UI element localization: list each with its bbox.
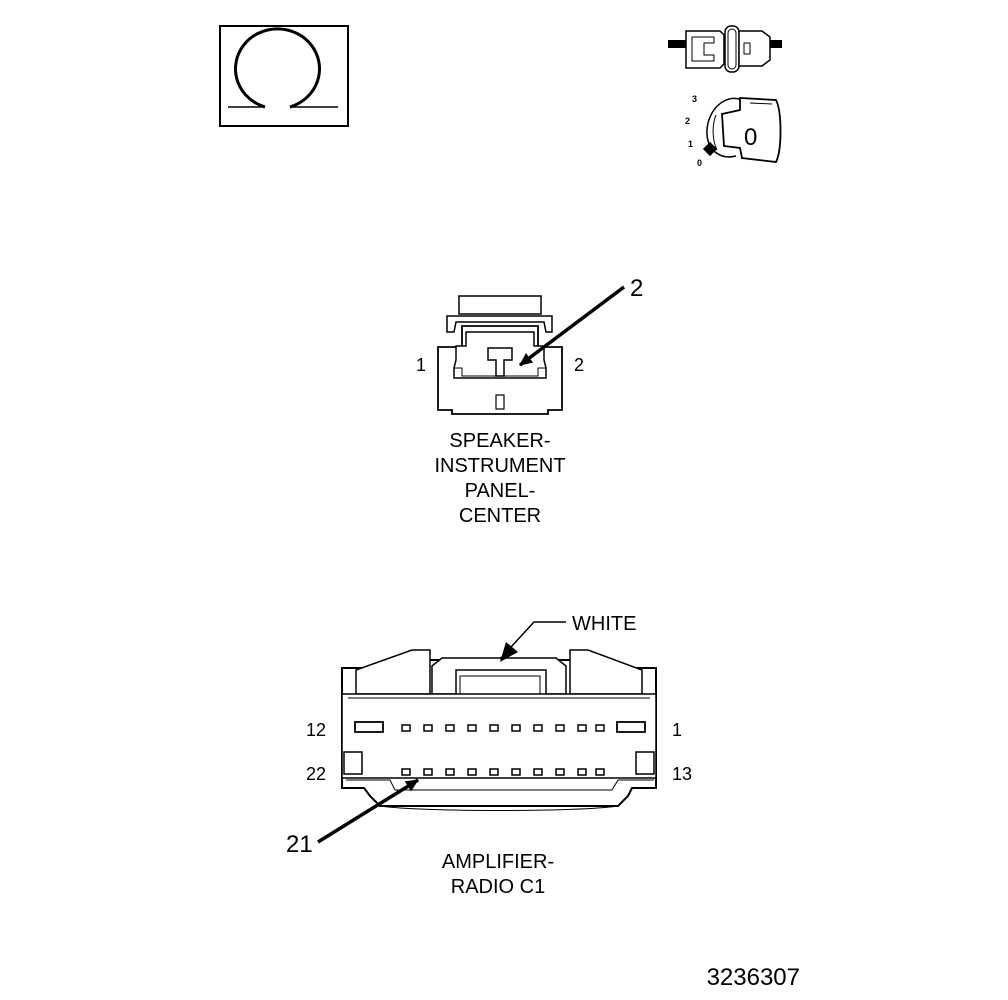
key-position-2: 2 (685, 116, 690, 126)
speaker-callout-arrow (518, 285, 626, 367)
speaker-pin-2-label: 2 (574, 355, 584, 375)
key-label: 0 (744, 124, 757, 151)
key-position-3: 3 (692, 94, 697, 104)
cavity-row-bottom (401, 768, 605, 776)
speaker-connector (437, 295, 563, 415)
amp-pin-1-label: 1 (672, 720, 682, 740)
amp-pin-22-label: 22 (306, 764, 326, 784)
connector-color-label: WHITE (572, 613, 636, 635)
amp-callout-arrow (317, 778, 419, 844)
white-leader-arrowhead (500, 642, 518, 662)
key-position-0: 0 (697, 158, 702, 168)
amp-callout-number: 21 (286, 831, 313, 858)
amp-title-line-2: RADIO C1 (451, 876, 545, 898)
test-probe-icon (668, 25, 782, 73)
key-position-1: 1 (688, 139, 693, 149)
speaker-title-line-4: CENTER (459, 505, 541, 527)
speaker-title-line-2: INSTRUMENT (434, 455, 565, 477)
cavity-row-top (401, 724, 605, 732)
amplifier-connector-title: AMPLIFIER- RADIO C1 (442, 851, 554, 898)
speaker-title-line-3: PANEL- (465, 480, 536, 502)
amplifier-connector (341, 649, 657, 811)
amp-pin-13-label: 13 (672, 764, 692, 784)
speaker-callout-number: 2 (630, 275, 643, 302)
ignition-key-icon: 3 2 1 0 0 (685, 94, 782, 168)
amp-pin-12-label: 12 (306, 720, 326, 740)
amp-title-line-1: AMPLIFIER- (442, 851, 554, 873)
figure-id: 3236307 (707, 964, 800, 991)
speaker-connector-title: SPEAKER- INSTRUMENT PANEL- CENTER (434, 430, 565, 527)
speaker-pin-1-label: 1 (416, 355, 426, 375)
ohm-symbol-icon (219, 25, 349, 127)
speaker-title-line-1: SPEAKER- (449, 430, 550, 452)
